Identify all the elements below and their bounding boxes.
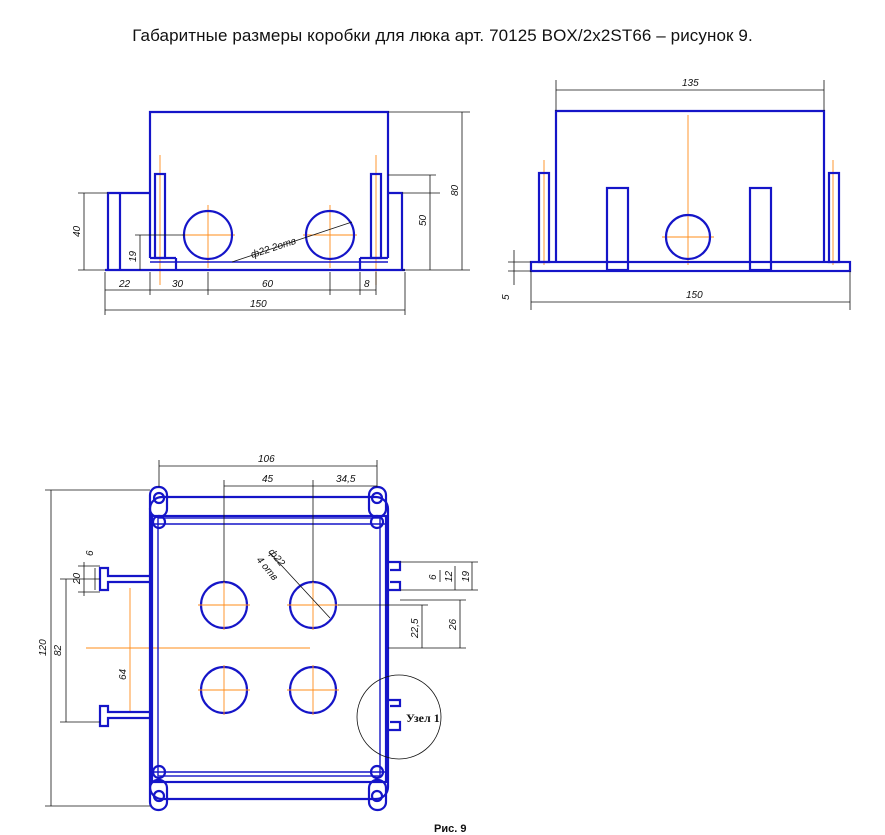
side-body: [529, 109, 852, 273]
dim-19-right: 19: [461, 570, 472, 582]
node-1-circle: [356, 674, 442, 760]
side-view: 135 150 5: [501, 78, 852, 310]
dim-22: 22: [118, 279, 131, 290]
dim-34-5: 34,5: [336, 474, 356, 485]
top-dimensions: [45, 460, 478, 807]
dim-hole-front: ф22 2отв: [249, 235, 297, 261]
top-view: 106 45 34,5 ф22 4 отв 120 82 20 6 64 6 1…: [38, 454, 478, 812]
dim-50: 50: [418, 214, 429, 226]
top-holes: [198, 580, 339, 715]
dim-150-front: 150: [250, 299, 267, 310]
dim-40: 40: [72, 225, 83, 237]
dim-5: 5: [501, 294, 512, 300]
dim-80: 80: [450, 184, 461, 196]
dim-19: 19: [128, 250, 139, 262]
dim-150-side: 150: [686, 290, 703, 301]
dim-106: 106: [258, 454, 275, 465]
dim-64: 64: [118, 668, 129, 680]
dim-12: 12: [444, 570, 455, 582]
dim-30: 30: [172, 279, 184, 290]
dim-22-5: 22,5: [410, 618, 421, 639]
dim-60: 60: [262, 279, 274, 290]
dim-135: 135: [682, 78, 699, 89]
dim-120: 120: [38, 639, 49, 656]
dim-8: 8: [364, 279, 370, 290]
top-body: [98, 485, 402, 812]
front-hole-right: [304, 209, 356, 261]
dim-45: 45: [262, 474, 274, 485]
dim-82: 82: [53, 644, 64, 656]
dim-6-right: 6: [428, 574, 439, 580]
node-1-label: Узел 1: [406, 711, 440, 725]
drawing-title: Габаритные размеры коробки для люка арт.…: [132, 26, 753, 45]
front-body: [105, 110, 405, 272]
side-hole: [664, 213, 712, 261]
figure-caption: Рис. 9: [434, 823, 466, 835]
dim-20: 20: [72, 572, 83, 585]
dim-6-left: 6: [85, 550, 96, 556]
side-dimensions: [508, 80, 851, 310]
dim-26: 26: [448, 618, 459, 631]
front-dimensions: [78, 111, 470, 315]
front-view: 40 19 22 30 60 8 150 50 80 ф22 2отв: [72, 110, 470, 315]
